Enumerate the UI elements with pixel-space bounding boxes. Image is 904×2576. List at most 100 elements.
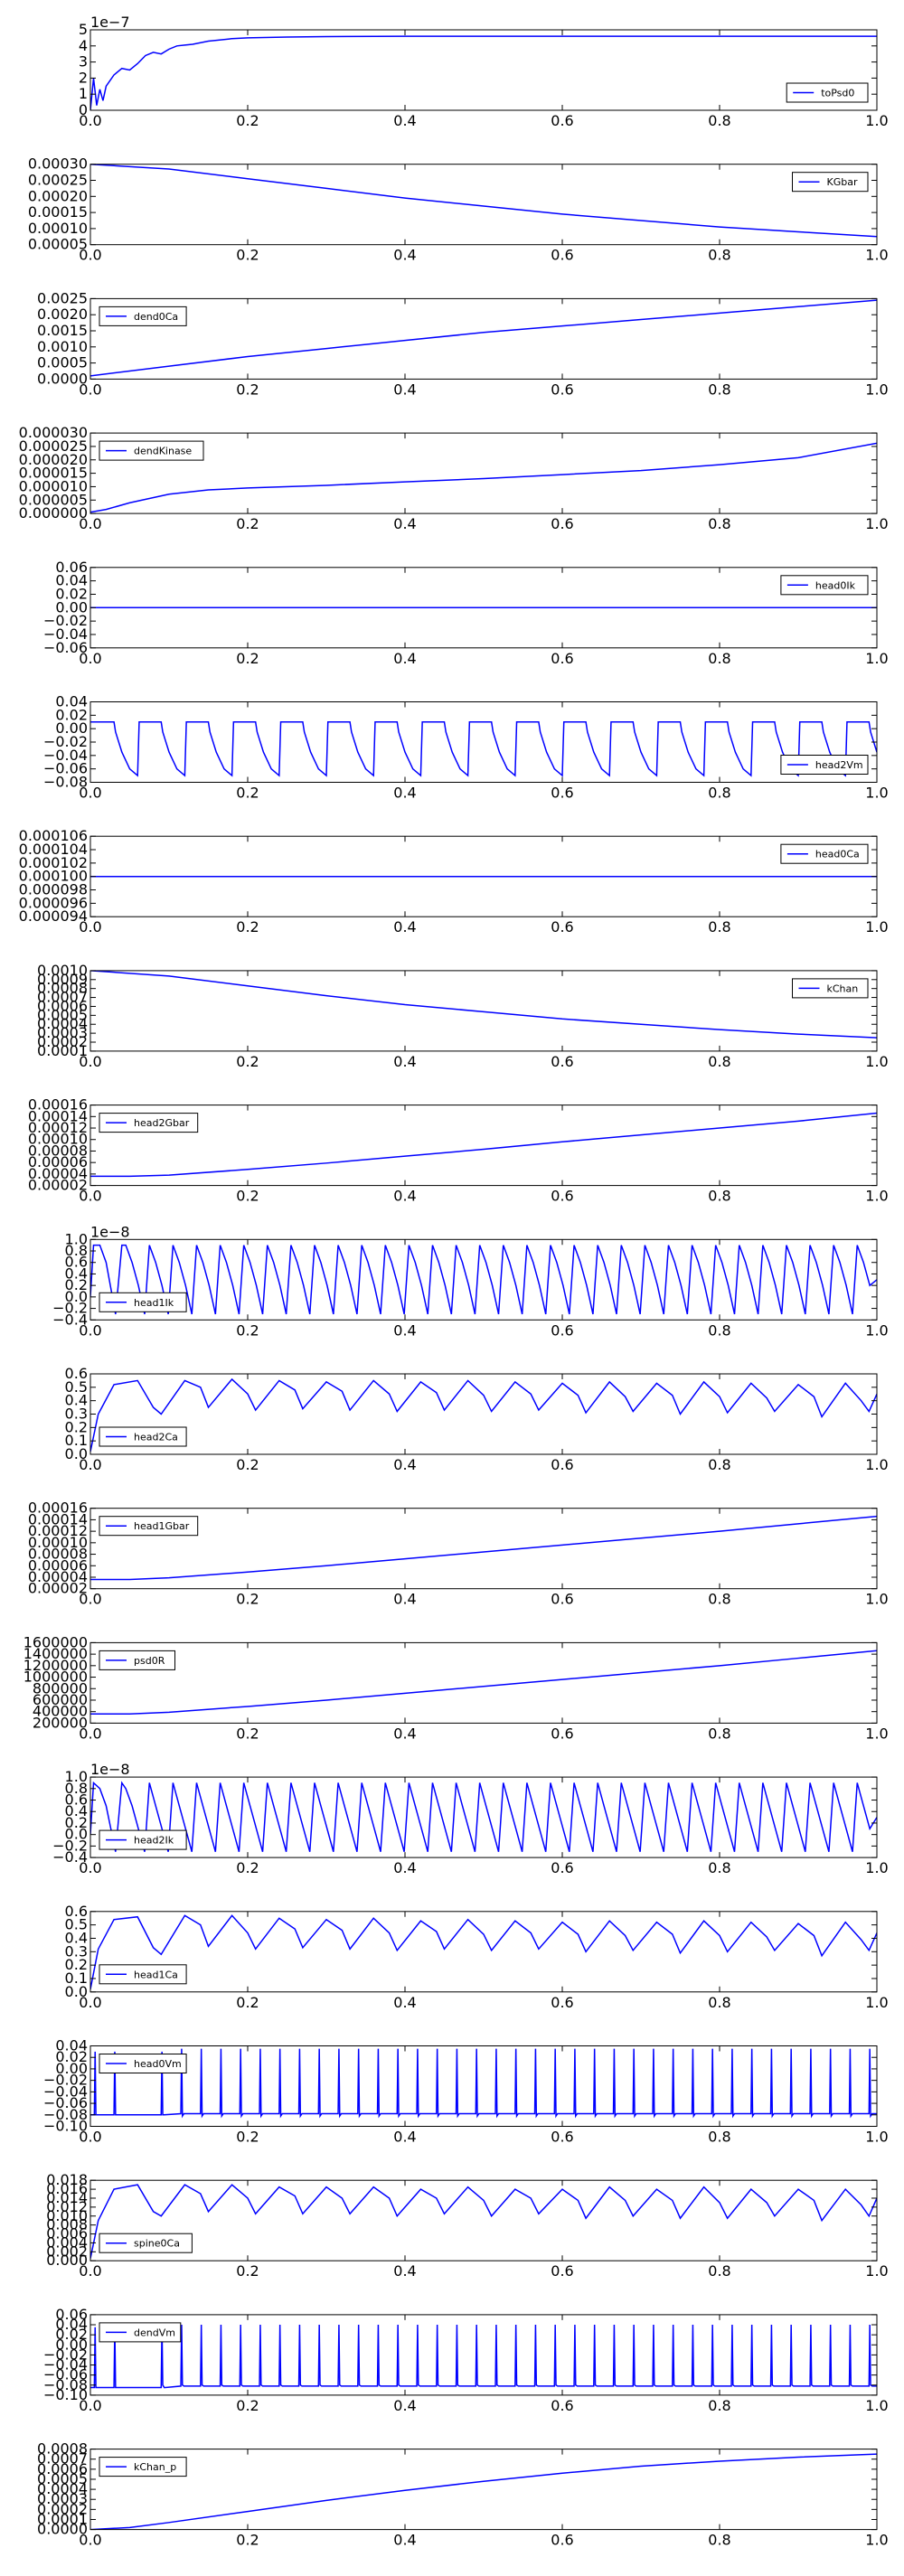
y-tick-label: −0.08 — [43, 774, 88, 791]
y-tick-label: 4 — [79, 37, 88, 54]
x-tick-label: 0.6 — [551, 1321, 573, 1339]
x-tick-label: 1.0 — [865, 918, 888, 935]
legend: head2Gbar — [99, 1113, 199, 1133]
legend: psd0R — [99, 1650, 175, 1670]
y-tick-label: 0.0008 — [37, 980, 88, 997]
legend-box — [99, 1650, 175, 1670]
x-tick-label: 0.2 — [236, 2129, 259, 2146]
x-tick-label: 0.8 — [708, 1321, 730, 1339]
series-line — [90, 35, 877, 110]
x-tick-label: 0.6 — [551, 112, 573, 129]
x-tick-label: 0.2 — [236, 1994, 259, 2011]
x-tick-label: 1.0 — [865, 2397, 888, 2414]
y-tick-label: 0.5 — [65, 1916, 88, 1933]
y-tick-label: 0.0 — [65, 1288, 88, 1305]
x-tick-label: 0.2 — [236, 2532, 259, 2549]
legend-box — [99, 1829, 187, 1850]
y-tick-label: 0.000096 — [19, 894, 88, 911]
y-tick-label: 0.3 — [65, 1406, 88, 1423]
legend: head1Gbar — [99, 1516, 199, 1537]
x-tick-label: 0.2 — [236, 1725, 259, 1742]
x-tick-label: 0.6 — [551, 1591, 573, 1608]
y-tick-label: 0.000020 — [19, 451, 88, 468]
x-tick-label: 0.0 — [79, 1859, 101, 1876]
x-tick-label: 1.0 — [865, 1994, 888, 2011]
legend-label: dendVm — [134, 2327, 175, 2338]
x-tick-label: 0.0 — [79, 247, 101, 264]
legend-box — [99, 2457, 187, 2477]
x-tick-label: 1.0 — [865, 1859, 888, 1876]
x-tick-label: 1.0 — [865, 112, 888, 129]
y-tick-label: 0.1 — [65, 1432, 88, 1449]
x-tick-label: 0.2 — [236, 785, 259, 802]
y-tick-label: 0.0002 — [37, 1033, 88, 1050]
y-tick-label: 0.0005 — [37, 1006, 88, 1023]
legend-label: spine0Ca — [134, 2238, 180, 2250]
legend-label: kChan — [827, 982, 859, 994]
legend-box — [780, 575, 869, 596]
y-tick-label: 0.000 — [46, 2252, 88, 2269]
x-tick-label: 0.2 — [236, 2397, 259, 2414]
y-tick-label: 0.00012 — [28, 1119, 88, 1136]
y-tick-label: 0.2 — [65, 1814, 88, 1831]
x-tick-label: 0.2 — [236, 1456, 259, 1473]
y-tick-label: 1.0 — [65, 1768, 88, 1785]
x-tick-label: 1.0 — [865, 1591, 888, 1608]
y-tick-label: 0.0010 — [37, 338, 88, 355]
legend: head2Vm — [780, 755, 869, 775]
x-tick-label: 0.4 — [393, 1859, 416, 1876]
x-tick-label: 0.6 — [551, 247, 573, 264]
y-tick-label: 0.0001 — [37, 2510, 88, 2527]
legend-label: head2Gbar — [134, 1117, 190, 1129]
x-tick-label: 0.4 — [393, 1994, 416, 2011]
y-tick-label: −0.02 — [43, 612, 88, 629]
axes-frame — [89, 2045, 878, 2127]
legend-box — [99, 1964, 187, 1985]
x-tick-label: 0.0 — [79, 515, 101, 532]
y-tick-label: 0.0010 — [37, 962, 88, 979]
y-tick-label: 0.000098 — [19, 881, 88, 898]
x-tick-label: 0.8 — [708, 1188, 730, 1205]
x-tick-label: 0.8 — [708, 247, 730, 264]
y-tick-label: −0.06 — [43, 639, 88, 656]
x-tick-label: 1.0 — [865, 1053, 888, 1070]
x-tick-label: 0.4 — [393, 1456, 416, 1473]
y-tick-label: 0.1 — [65, 1970, 88, 1987]
y-tick-label: 0.004 — [46, 2233, 88, 2251]
y-tick-label: 0.0007 — [37, 989, 88, 1006]
x-tick-label: 0.4 — [393, 381, 416, 398]
axes-frame — [89, 2314, 878, 2396]
y-tick-label: 0.02 — [55, 2048, 88, 2065]
legend-label: toPsd0 — [821, 88, 854, 99]
y-tick-label: 0.8 — [65, 1242, 88, 1259]
x-tick-label: 0.8 — [708, 785, 730, 802]
legend-label: dend0Ca — [134, 311, 178, 323]
x-tick-label: 0.0 — [79, 2129, 101, 2146]
legend-box — [99, 1292, 187, 1312]
y-tick-label: 0.00 — [55, 2060, 88, 2077]
x-tick-label: 0.4 — [393, 2532, 416, 2549]
y-tick-label: 0.0009 — [37, 971, 88, 988]
y-tick-label: 0.02 — [55, 2326, 88, 2343]
legend-label: dendKinase — [134, 446, 192, 457]
x-tick-label: 0.0 — [79, 650, 101, 667]
x-tick-label: 0.8 — [708, 2397, 730, 2414]
x-tick-label: 0.8 — [708, 112, 730, 129]
y-tick-label: 0.000104 — [19, 841, 88, 858]
series-line — [90, 442, 877, 513]
axes-frame — [89, 701, 878, 783]
x-tick-label: 0.0 — [79, 1188, 101, 1205]
x-tick-label: 1.0 — [865, 1725, 888, 1742]
legend: kChan — [792, 978, 869, 999]
x-tick-label: 0.8 — [708, 2262, 730, 2280]
y-tick-label: 0.016 — [46, 2180, 88, 2197]
axes-frame — [89, 297, 878, 380]
